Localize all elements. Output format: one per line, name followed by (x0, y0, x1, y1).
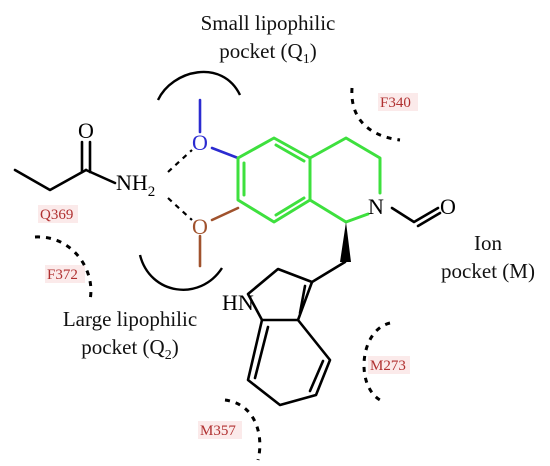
residue-m273: M273 (370, 358, 406, 374)
residue-m357: M357 (200, 423, 236, 439)
formyl-o-label: O (440, 194, 456, 219)
m357-shade (198, 421, 242, 439)
residue-f372: F372 (47, 267, 78, 283)
indole-benzene-double-1 (308, 359, 325, 393)
m273-arc (362, 321, 391, 402)
f340-shade (378, 93, 418, 111)
residue-f340: F340 (380, 95, 411, 111)
ion-pocket-line1: Ion (474, 231, 502, 255)
residue-q369: Q369 (40, 207, 73, 223)
formyl-double (416, 211, 442, 228)
indole-hn-label: HN (222, 290, 254, 315)
nh2-label: NH2 (116, 170, 155, 200)
small-pocket-line1: Small lipophilic (201, 11, 336, 35)
ethyl-bond (13, 168, 88, 192)
m273-shade (368, 356, 410, 374)
large-pocket-arc (138, 254, 224, 291)
f372-shade (45, 265, 85, 283)
hbond-lower (167, 197, 193, 221)
benzene-ring (236, 136, 312, 224)
small-pocket-line2: pocket (Q1) (219, 39, 316, 67)
small-pocket-arc (156, 70, 242, 101)
piperidine-lower (308, 198, 370, 224)
benzene-double-3 (274, 196, 306, 217)
formyl-bond (390, 206, 440, 224)
piperidine-upper (308, 136, 382, 195)
large-pocket-line2: pocket (Q2) (81, 335, 178, 363)
indole-benzene-double-2 (253, 325, 270, 380)
ion-pocket-line2: pocket (M) (441, 259, 535, 283)
q369-shade (38, 205, 78, 223)
methoxy2-ring-bond (210, 206, 240, 222)
methoxy2-o-label: O (192, 214, 208, 239)
methoxy1-ring-bond (210, 146, 240, 160)
indole-benzene (246, 318, 332, 407)
large-pocket-line1: Large lipophilic (63, 307, 197, 331)
benzene-double-2 (274, 143, 306, 163)
m357-arc (224, 398, 262, 461)
ring-n-label: N (368, 194, 384, 219)
carbonyl-o-label: O (78, 118, 94, 143)
wedge-bond (340, 222, 351, 262)
ch2-indole-bond (310, 260, 347, 284)
f340-arc (350, 87, 401, 142)
methoxy1-o-label: O (192, 130, 208, 155)
hbond-upper (167, 149, 193, 173)
pyrrole-double (298, 284, 307, 315)
f372-arc (34, 235, 93, 301)
